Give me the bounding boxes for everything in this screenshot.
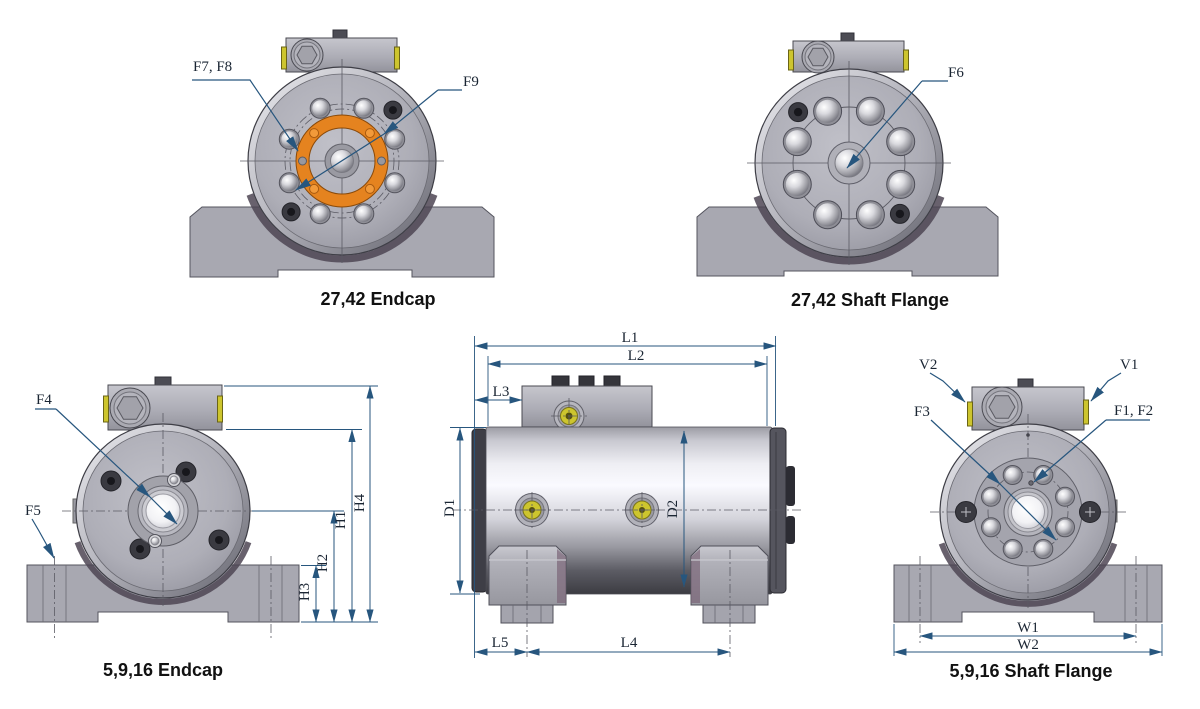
view-shaft-flange-5916: V2 V1 F3 F1, F2 W1 W2 5,9,16 Shaft Flang… xyxy=(893,357,1163,681)
port-block xyxy=(281,29,400,73)
bolt-circle xyxy=(284,103,400,219)
dark-plugs xyxy=(788,102,910,224)
left-foot xyxy=(488,545,567,657)
view-side: L1 L2 L3 D1 D2 L5 L4 xyxy=(442,330,802,658)
hex-plug xyxy=(116,396,144,420)
dim-label-l2: L2 xyxy=(628,348,645,364)
dim-label-h2: H2 xyxy=(315,554,331,572)
dim-label-d1: D1 xyxy=(442,499,458,517)
view-endcap-5916: F4 F5 H3 H2 H1 H4 5,9,16 Endcap xyxy=(25,376,378,680)
side-port-yellow-right xyxy=(1083,399,1089,425)
caption-endcap-5916: 5,9,16 Endcap xyxy=(103,660,223,680)
right-end-ring xyxy=(769,427,787,594)
leader-f5: F5 xyxy=(25,503,55,559)
hex-plug xyxy=(988,395,1016,419)
label-f3: F3 xyxy=(914,404,930,420)
label-f9: F9 xyxy=(463,74,479,90)
hex-plug xyxy=(807,47,829,67)
dim-label-w2: W2 xyxy=(1017,637,1039,653)
label-v2: V2 xyxy=(919,357,937,373)
bolt-holes xyxy=(278,97,406,225)
view-endcap-2742: F7, F8 F9 27,42 Endcap xyxy=(189,29,495,309)
side-port-yellow-left xyxy=(281,46,287,70)
top-plug xyxy=(551,375,570,388)
dim-label-w1: W1 xyxy=(1017,620,1039,636)
bolt-circle xyxy=(987,471,1069,553)
leader-v2: V2 xyxy=(919,357,966,403)
center-bore xyxy=(145,493,181,529)
leader-f3: F3 xyxy=(914,404,1057,541)
label-v1: V1 xyxy=(1120,357,1138,373)
top-plug xyxy=(603,375,621,388)
dim-label-d2: D2 xyxy=(665,500,681,518)
label-f6: F6 xyxy=(948,65,964,81)
dims-length: L1 L2 L3 D1 D2 L5 L4 xyxy=(442,330,777,658)
port-block xyxy=(103,376,223,431)
shaft-flange-edge xyxy=(786,516,795,544)
dim-label-l1: L1 xyxy=(622,330,639,346)
port-block xyxy=(967,378,1089,431)
side-port-yellow-left xyxy=(103,395,109,423)
dark-plugs xyxy=(281,100,403,222)
dim-label-h1: H1 xyxy=(333,511,349,529)
leader-f1-f2: F1, F2 xyxy=(1033,403,1153,483)
top-plug xyxy=(578,375,595,388)
dims-width: W1 W2 xyxy=(893,620,1163,656)
manifold-block xyxy=(521,375,653,434)
port-block xyxy=(788,32,909,74)
leader-v1: V1 xyxy=(1090,357,1138,402)
dark-plugs xyxy=(100,461,230,560)
caption-shaft-flange-5916: 5,9,16 Shaft Flange xyxy=(949,661,1112,681)
label-f1-f2: F1, F2 xyxy=(1114,403,1153,419)
orange-seal-ring xyxy=(295,114,389,208)
f7-f8-port-hole xyxy=(377,156,386,166)
dim-label-h3: H3 xyxy=(297,583,313,601)
side-port-yellow-right xyxy=(394,46,400,70)
side-port-yellow-right xyxy=(903,49,909,71)
dim-label-l4: L4 xyxy=(621,635,638,651)
bolt-holes xyxy=(981,465,1075,559)
side-port-yellow-left xyxy=(967,401,973,427)
f7-f8-port-hole xyxy=(298,156,307,166)
f1-f2-port-hole xyxy=(1028,480,1034,486)
view-shaft-flange-2742: F6 27,42 Shaft Flange xyxy=(696,32,999,310)
dim-label-h4: H4 xyxy=(352,493,368,512)
shaft-flange-edge xyxy=(786,466,795,506)
label-f4: F4 xyxy=(36,392,52,408)
leader-f4: F4 xyxy=(35,392,178,525)
dark-plugs xyxy=(955,501,1101,523)
dim-label-l3: L3 xyxy=(493,384,510,400)
bolt-circle xyxy=(792,106,906,220)
bolt-holes xyxy=(782,96,916,230)
caption-endcap-2742: 27,42 Endcap xyxy=(320,289,435,309)
retainer-screws xyxy=(148,473,181,548)
leader-f7-f8: F7, F8 xyxy=(192,59,299,152)
side-port-yellow-right xyxy=(217,395,223,423)
leader-f6: F6 xyxy=(846,65,964,169)
hex-plug xyxy=(296,45,318,65)
dim-label-l5: L5 xyxy=(492,635,509,651)
right-foot xyxy=(690,545,769,657)
leader-f9: F9 xyxy=(295,74,479,191)
side-port-yellow-left xyxy=(788,49,794,71)
label-f5: F5 xyxy=(25,503,41,519)
dims-height: H3 H2 H1 H4 xyxy=(224,385,378,623)
caption-shaft-flange-2742: 27,42 Shaft Flange xyxy=(791,290,949,310)
label-f7-f8: F7, F8 xyxy=(193,59,232,75)
